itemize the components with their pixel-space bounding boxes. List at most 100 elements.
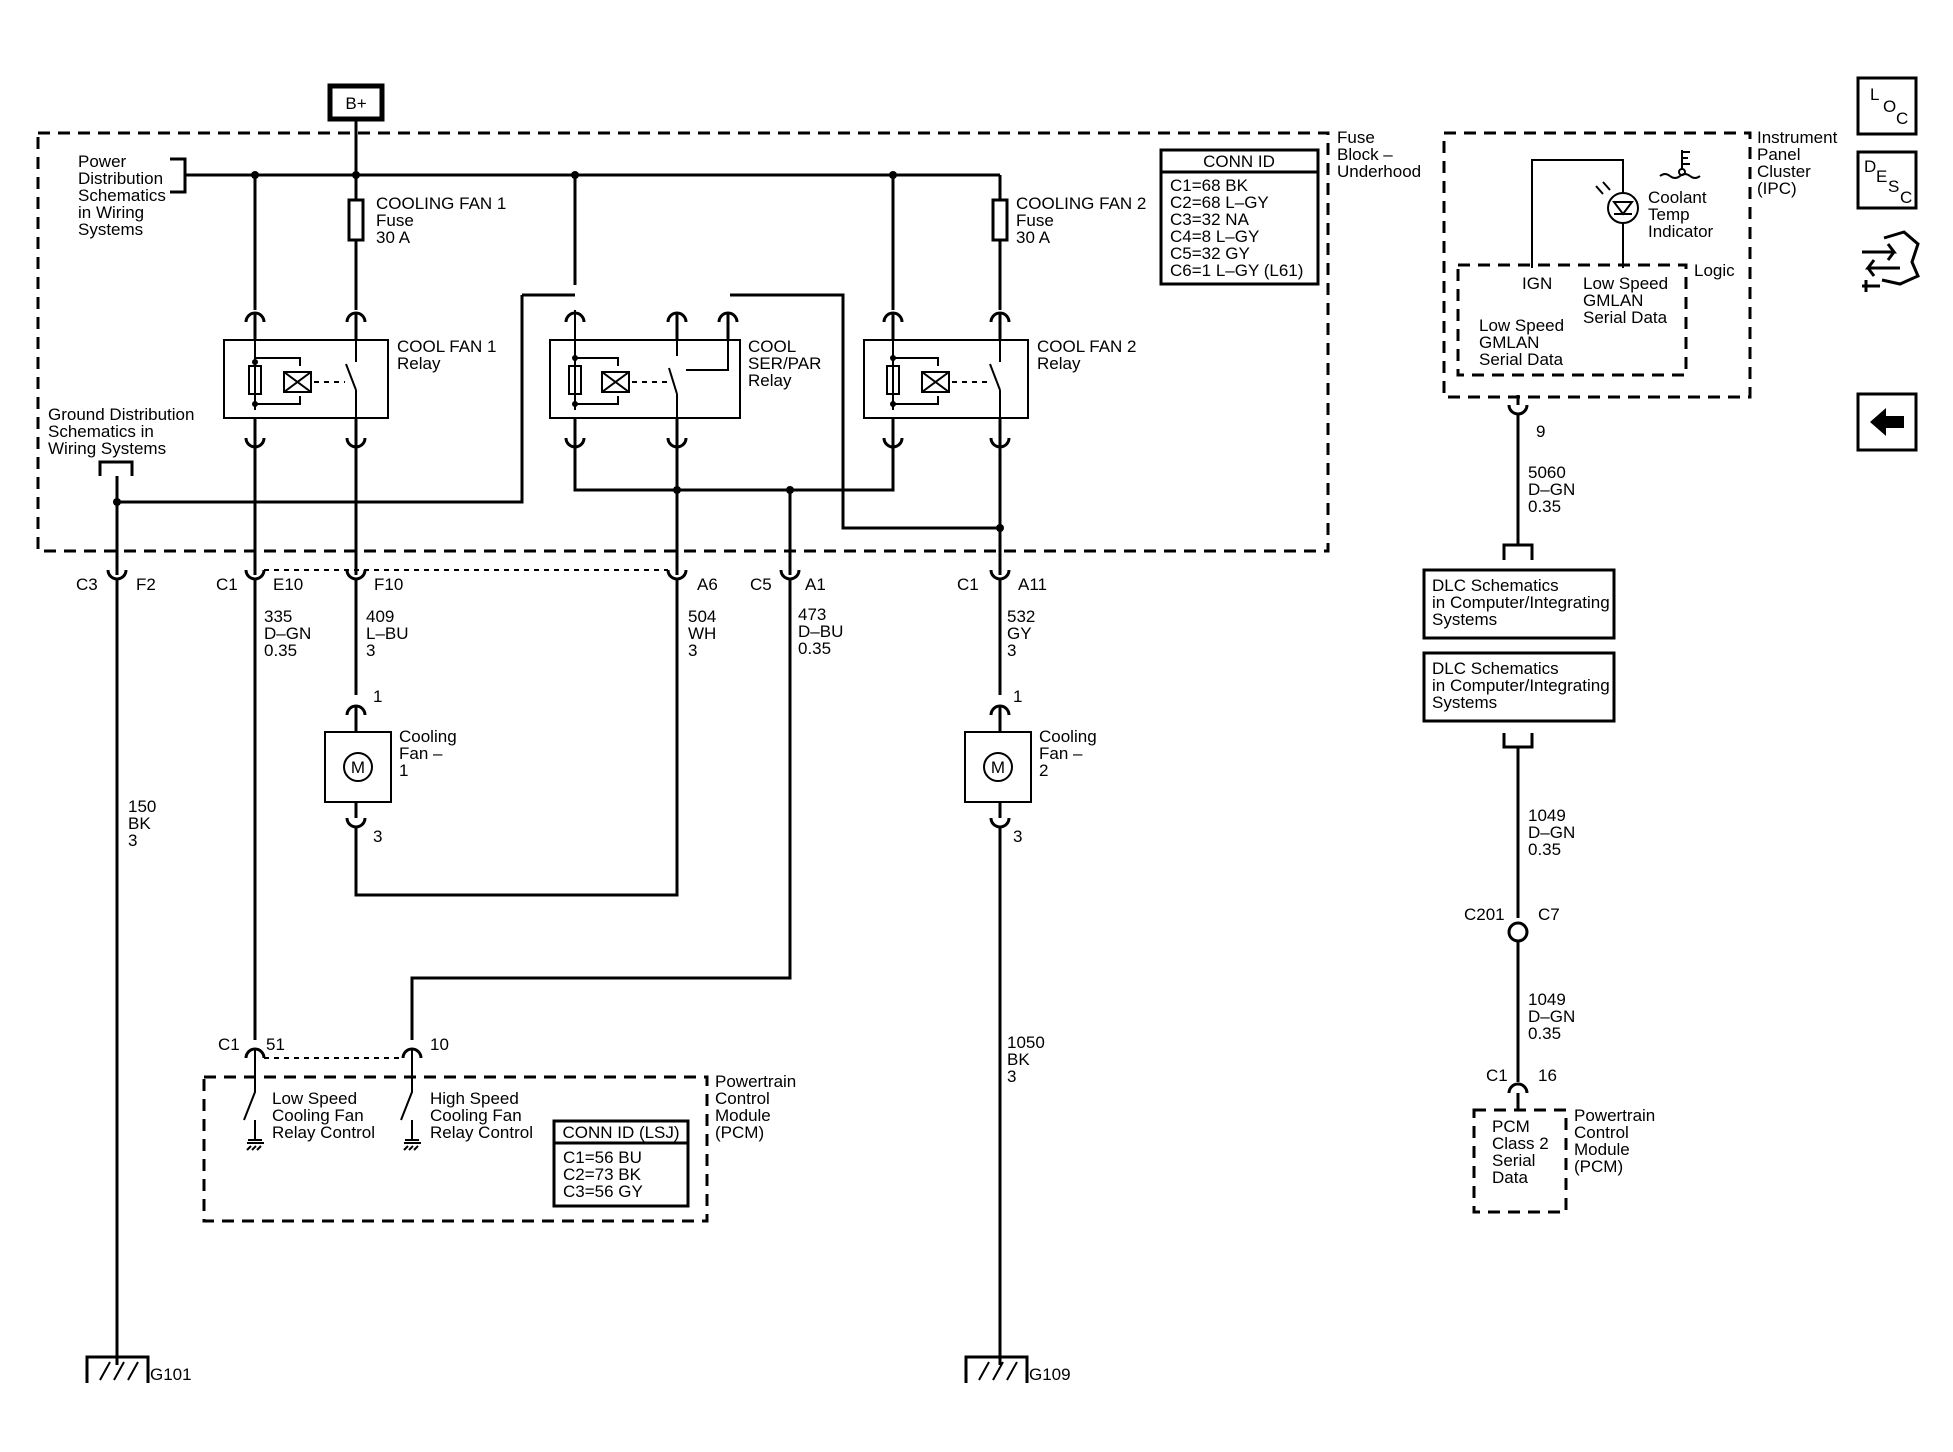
coolant-temp-icon (1659, 150, 1701, 179)
wire-504-wh (354, 580, 679, 897)
pcm-outline (202, 1075, 709, 1223)
connector-view-icon (1862, 230, 1920, 292)
conn-c3: C3 (76, 575, 98, 594)
loc-button[interactable]: L O C (1856, 76, 1918, 136)
ipc-title: Instrument Panel Cluster (IPC) (1757, 128, 1842, 198)
conn-c201-c7 (1507, 921, 1529, 933)
fuse-1 (347, 198, 365, 242)
cool-fan-1-relay (223, 311, 389, 449)
svg-text:D: D (1864, 157, 1876, 176)
conn-id-rows: C1=68 BK C2=68 L–GY C3=32 NA C4=8 L–GY C… (1170, 176, 1303, 280)
ground-g109 (964, 1355, 1029, 1383)
pcm2-title: Powertrain Control Module (PCM) (1574, 1106, 1660, 1176)
ipc-logic-box (1456, 263, 1688, 377)
back-button[interactable] (1856, 392, 1918, 452)
pcm2-conn-16 (1507, 1082, 1529, 1094)
connector-view-button[interactable] (1862, 230, 1920, 292)
power-distribution-bracket (170, 157, 200, 194)
cooling-fan-2-motor (964, 704, 1032, 835)
ipc-gmlan-right: Low Speed GMLAN Serial Data (1583, 274, 1673, 327)
pcm-title: Powertrain Control Module (PCM) (715, 1072, 801, 1142)
conn-c7: C7 (1538, 905, 1560, 924)
ground-g109-label: G109 (1029, 1365, 1071, 1384)
conn-c1-a: C1 (216, 575, 238, 594)
ipc-gmlan-left: Low Speed GMLAN Serial Data (1479, 316, 1569, 369)
wire-label-1050: 1050 BK 3 (1007, 1033, 1050, 1086)
conn-c1-b: C1 (957, 575, 979, 594)
conn-id-title: CONN ID (1203, 152, 1275, 171)
pcm-conn-id-table (552, 1119, 690, 1208)
wire-label-532: 532 GY 3 (1007, 607, 1040, 660)
svg-text:C: C (1896, 109, 1908, 128)
pcm2-conn-c1: C1 (1486, 1066, 1508, 1085)
pcm2-inner-label: PCM Class 2 Serial Data (1492, 1117, 1553, 1187)
fan-1-pin-3: 3 (373, 827, 382, 846)
conn-c5: C5 (750, 575, 772, 594)
wire-label-150: 150 BK 3 (128, 797, 161, 850)
ground-g101 (85, 1355, 150, 1383)
wire-label-5060: 5060 D–GN 0.35 (1528, 463, 1580, 516)
ipc-pin-9: 9 (1536, 422, 1545, 441)
pcm-switches (243, 1049, 421, 1151)
ipc-logic-label: Logic (1694, 261, 1735, 280)
dlc-1-bracket (1502, 543, 1534, 560)
cool-fan-2-relay-label: COOL FAN 2 Relay (1037, 337, 1141, 373)
fuse-block-connectors (106, 569, 1011, 581)
ipc-conn-9 (1507, 404, 1529, 416)
pcm-high-speed-label: High Speed Cooling Fan Relay Control (430, 1089, 533, 1142)
relay2-contact-wire (730, 293, 1000, 530)
conn-a11: A11 (1018, 575, 1047, 594)
cool-fan-1-relay-label: COOL FAN 1 Relay (397, 337, 501, 373)
fan-1-pin-1: 1 (373, 687, 382, 706)
pcm-conn-id-rows: C1=56 BU C2=73 BK C3=56 GY (563, 1148, 647, 1201)
fan-2-symbol: M (991, 758, 1005, 777)
fuse-2-label: COOLING FAN 2 Fuse 30 A (1016, 194, 1151, 247)
wire-label-1049-a: 1049 D–GN 0.35 (1528, 806, 1580, 859)
cool-ser-par-relay-label: COOL SER/PAR Relay (748, 337, 826, 390)
svg-text:S: S (1888, 177, 1899, 196)
pcm-low-speed-label: Low Speed Cooling Fan Relay Control (272, 1089, 375, 1142)
cool-ser-par-relay (549, 310, 741, 449)
power-distribution-label: Power Distribution Schematics in Wiring … (78, 152, 171, 239)
cooling-fan-2-label: Cooling Fan – 2 (1039, 727, 1101, 780)
conn-a6: A6 (697, 575, 718, 594)
cooling-fan-1-label: Cooling Fan – 1 (399, 727, 461, 780)
loc-icon (1856, 76, 1918, 136)
fuse-2 (991, 198, 1009, 242)
conn-f10: F10 (374, 575, 403, 594)
pcm-conn-51-label: 51 (266, 1035, 285, 1054)
relay2-ground-wire (117, 293, 575, 504)
cooling-fan-1-motor (324, 704, 392, 835)
conn-c201-c7-bottom (1507, 931, 1529, 943)
dlc-2-label: DLC Schematics in Computer/Integrating S… (1432, 659, 1614, 712)
wire-473-dbu (410, 580, 792, 1040)
dlc-box-1 (1422, 568, 1616, 640)
pcm-conn-id-title: CONN ID (LSJ) (562, 1123, 679, 1142)
wire-1049-upper (1502, 733, 1534, 918)
wire-label-504: 504 WH 3 (688, 607, 721, 660)
desc-button[interactable]: D E S C (1856, 150, 1918, 210)
conn-f2: F2 (136, 575, 156, 594)
splice (996, 524, 1004, 532)
wire-label-473: 473 D–BU 0.35 (798, 605, 848, 658)
svg-text:L: L (1870, 85, 1879, 104)
wire-label-335: 335 D–GN 0.35 (264, 607, 316, 660)
pcm2-conn-16-label: 16 (1538, 1066, 1557, 1085)
svg-text:C: C (1900, 188, 1912, 207)
ipc-ign-label: IGN (1522, 274, 1552, 293)
fan-2-pin-3: 3 (1013, 827, 1022, 846)
back-arrow-icon (1870, 408, 1904, 436)
desc-icon (1856, 150, 1918, 210)
cool-fan-2-relay (863, 311, 1029, 449)
pcm2-outline (1472, 1108, 1568, 1214)
conn-a1: A1 (805, 575, 826, 594)
dlc-box-2 (1422, 651, 1616, 723)
fuse-block-title: Fuse Block – Underhood (1337, 128, 1421, 181)
fan-1-symbol: M (351, 758, 365, 777)
ipc-outline (1442, 131, 1752, 399)
ground-distribution-bracket (98, 460, 134, 575)
fuse-block-outline (36, 131, 1330, 553)
dlc-1-label: DLC Schematics in Computer/Integrating S… (1432, 576, 1614, 629)
b-plus-label: B+ (345, 94, 366, 113)
